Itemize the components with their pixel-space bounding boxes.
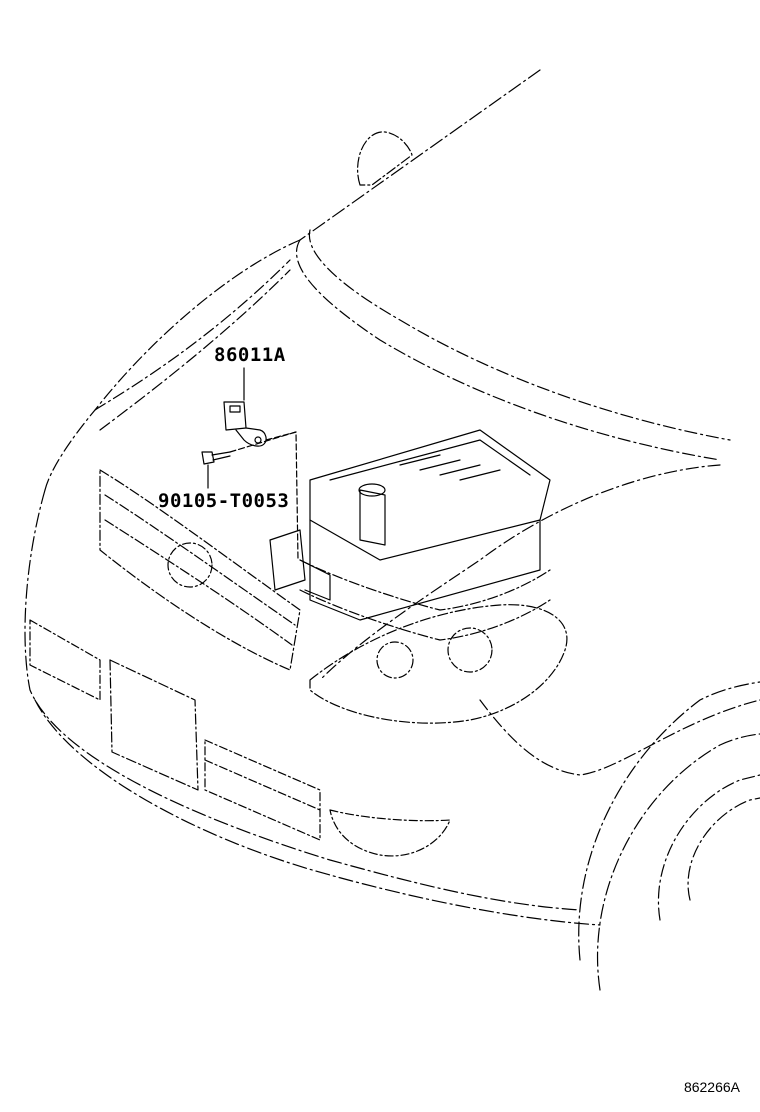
hood-outline [44, 239, 301, 491]
sensor-bracket [269, 529, 306, 591]
figure-code-label: 862266A [683, 1079, 740, 1095]
sensor-icon [223, 401, 267, 447]
grille-bar-2 [104, 519, 293, 646]
grille-outline [99, 469, 301, 671]
lower-grille-bar [204, 759, 321, 811]
fog-light [329, 809, 451, 857]
engine-cover [309, 429, 551, 561]
side-mirror [357, 131, 413, 186]
hood-front-edge [94, 259, 291, 411]
fender-to-wheel [479, 699, 760, 776]
wheel-arch [578, 681, 760, 961]
hood-front-edge-2 [99, 269, 291, 431]
bumper-lower [34, 699, 601, 926]
engine-intake [359, 489, 386, 546]
engine-body [309, 519, 541, 621]
emblem [167, 542, 213, 588]
headlight-lamp-2 [447, 627, 493, 673]
intake-cap [358, 483, 386, 497]
mount-line-2 [265, 431, 297, 441]
hood-crease [308, 229, 731, 441]
headlight-outline [309, 604, 568, 724]
wheel-tire-inner [658, 774, 760, 921]
part-number-label-sensor[interactable]: 86011A [214, 344, 286, 366]
hood-inner-line [295, 239, 721, 461]
fender-line [319, 464, 721, 681]
intake-duct [299, 559, 551, 611]
wheel-rim [687, 797, 760, 901]
wheel-tire-outer [596, 733, 760, 991]
left-vent [29, 619, 101, 701]
sensor-bracket-2 [299, 559, 331, 601]
grille-bar-1 [104, 494, 296, 626]
lower-grille [204, 739, 321, 841]
engine-ribs [399, 454, 501, 481]
bumper-outline [24, 489, 581, 911]
part-number-label-bolt[interactable]: 90105-T0053 [158, 490, 290, 512]
engine-cover-top [329, 439, 531, 481]
headlight-lamp [376, 641, 414, 679]
bolt-icon [201, 451, 231, 465]
intake-duct-2 [299, 589, 551, 641]
windshield-edge [299, 69, 541, 241]
license-plate [109, 659, 199, 791]
